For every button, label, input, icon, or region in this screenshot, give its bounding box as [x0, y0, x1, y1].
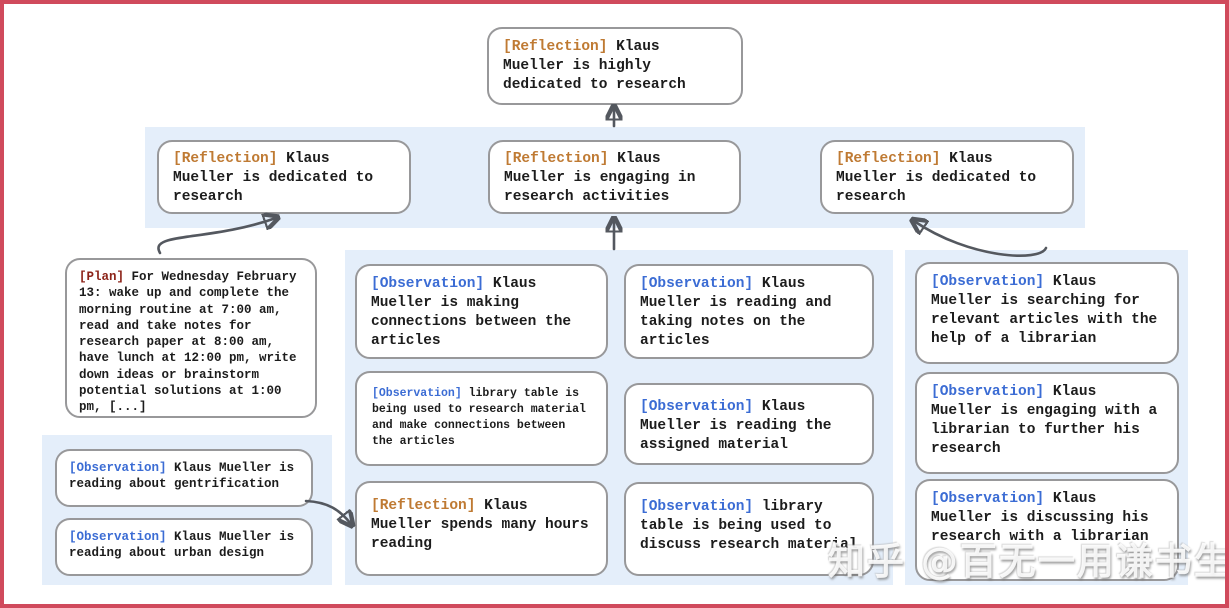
memory-text: Klaus Mueller is reading and taking note…	[640, 276, 832, 350]
observation-tag: [Observation]	[69, 530, 167, 544]
memory-text: Klaus Mueller is dedicated to research	[836, 151, 1037, 206]
zhihu-watermark: 知乎 @百无一用谦书生	[828, 540, 1229, 583]
memory-text: Klaus Mueller is discussing his research…	[931, 491, 1149, 546]
reflection-tag: [Reflection]	[504, 151, 609, 167]
node-plan: [Plan] For Wednesday February 13: wake u…	[65, 258, 317, 418]
node-observation-gentrification: [Observation] Klaus Mueller is reading a…	[55, 449, 313, 507]
node-observation-searching-articles: [Observation] Klaus Mueller is searching…	[915, 262, 1179, 364]
node-observation-library-table-discuss: [Observation] library table is being use…	[624, 482, 874, 576]
memory-text: Klaus Mueller is reading about urban des…	[69, 530, 295, 561]
memory-text: Klaus Mueller is dedicated to research	[173, 151, 374, 206]
node-reflection-row-2: [Reflection] Klaus Mueller is engaging i…	[488, 140, 741, 214]
node-observation-making-connections: [Observation] Klaus Mueller is making co…	[355, 264, 608, 359]
node-observation-urban-design: [Observation] Klaus Mueller is reading a…	[55, 518, 313, 576]
node-reflection-row-3: [Reflection] Klaus Mueller is dedicated …	[820, 140, 1074, 214]
observation-tag: [Observation]	[931, 491, 1045, 507]
reflection-tag: [Reflection]	[503, 39, 608, 55]
node-observation-engaging-librarian: [Observation] Klaus Mueller is engaging …	[915, 372, 1179, 474]
memory-text: For Wednesday February 13: wake up and c…	[79, 270, 297, 414]
node-observation-assigned-material: [Observation] Klaus Mueller is reading t…	[624, 383, 874, 465]
node-reflection-row-1: [Reflection] Klaus Mueller is dedicated …	[157, 140, 411, 214]
observation-tag: [Observation]	[372, 387, 462, 400]
observation-tag: [Observation]	[640, 276, 754, 292]
node-top-reflection: [Reflection] Klaus Mueller is highly ded…	[487, 27, 743, 105]
node-observation-taking-notes: [Observation] Klaus Mueller is reading a…	[624, 264, 874, 359]
node-observation-library-table-research: [Observation] library table is being use…	[355, 371, 608, 466]
reflection-tag: [Reflection]	[836, 151, 941, 167]
node-observation-discussing-research: [Observation] Klaus Mueller is discussin…	[915, 479, 1179, 581]
memory-text: Klaus Mueller is engaging with a librari…	[931, 384, 1158, 458]
plan-tag: [Plan]	[79, 270, 125, 284]
reflection-tag: [Reflection]	[371, 498, 476, 514]
observation-tag: [Observation]	[371, 276, 485, 292]
memory-text: Klaus Mueller is reading the assigned ma…	[640, 399, 832, 454]
observation-tag: [Observation]	[931, 274, 1045, 290]
observation-tag: [Observation]	[640, 499, 754, 515]
memory-text: Klaus Mueller is engaging in research ac…	[504, 151, 696, 206]
observation-tag: [Observation]	[640, 399, 754, 415]
memory-text: Klaus Mueller is highly dedicated to res…	[503, 39, 686, 94]
observation-tag: [Observation]	[931, 384, 1045, 400]
memory-text: library table is being used to research …	[372, 387, 586, 449]
observation-tag: [Observation]	[69, 461, 167, 475]
memory-text: Klaus Mueller spends many hours reading	[371, 498, 589, 553]
node-reflection-spends-hours: [Reflection] Klaus Mueller spends many h…	[355, 481, 608, 576]
memory-text: Klaus Mueller is searching for relevant …	[931, 274, 1158, 348]
memory-text: library table is being used to discuss r…	[640, 499, 858, 554]
memory-text: Klaus Mueller is making connections betw…	[371, 276, 572, 350]
memory-text: Klaus Mueller is reading about gentrific…	[69, 461, 295, 492]
reflection-tag: [Reflection]	[173, 151, 278, 167]
